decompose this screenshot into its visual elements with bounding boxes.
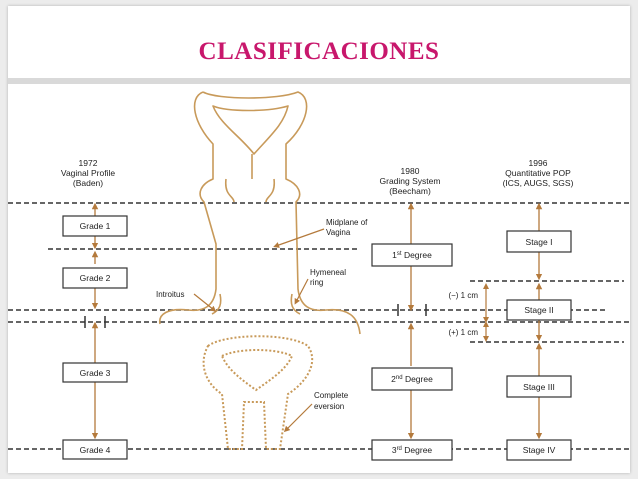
normal-anatomy (159, 91, 361, 335)
stage-1-label: Stage I (526, 237, 553, 247)
baden-column: Grade 1 Grade 2 Grade 3 Grade 4 (62, 202, 128, 460)
everted-anatomy (202, 335, 314, 450)
eversion-label: Complete (314, 391, 349, 400)
beecham-header: 1980 Grading System (Beecham) (380, 166, 441, 196)
degree-2-box: 2nd Degree (371, 367, 453, 391)
minus-1cm-label: (−) 1 cm (448, 291, 478, 300)
beecham-name: Grading System (380, 176, 441, 186)
vaginal-wall-right (202, 91, 361, 335)
slide-title: CLASIFICACIONES (198, 38, 440, 65)
stage-3-label: Stage III (523, 382, 555, 392)
stage-2-box: Stage II (506, 299, 572, 321)
plus-1cm-label: (+) 1 cm (448, 328, 478, 337)
baden-header: 1972 Vaginal Profile (Baden) (61, 158, 115, 188)
stage-3-box: Stage III (506, 375, 572, 398)
pop-column: Stage I Stage II Stage III Stage IV (506, 202, 572, 461)
pop-author: (ICS, AUGS, SGS) (503, 178, 574, 188)
cm-offsets: (−) 1 cm (+) 1 cm (448, 283, 489, 342)
hymeneal-ring (211, 293, 301, 315)
midplane-label-2: Vagina (326, 228, 351, 237)
vaginal-wall-left (159, 91, 217, 325)
anatomy-pointers (193, 228, 325, 433)
pop-year: 1996 (529, 158, 548, 168)
beecham-column: 1st Degree 2nd Degree 3rd Degree (371, 202, 453, 461)
hymeneal-label-2: ring (310, 278, 323, 287)
introitus-label: Introitus (156, 290, 184, 299)
beecham-year: 1980 (401, 166, 420, 176)
baden-name: Vaginal Profile (61, 168, 115, 178)
degree-1-box: 1st Degree (371, 243, 453, 267)
grade-4-box: Grade 4 (62, 439, 128, 460)
pop-name: Quantitative POP (505, 168, 571, 178)
everted-uterus-cavity (220, 349, 294, 392)
baden-year: 1972 (79, 158, 98, 168)
grade-2-label: Grade 2 (80, 273, 111, 283)
stage-4-box: Stage IV (506, 439, 572, 461)
prolapse-classification-diagram: 1972 Vaginal Profile (Baden) 1980 Gradin… (8, 91, 630, 461)
hymeneal-label: Hymeneal (310, 268, 346, 277)
uterus-cavity (212, 105, 289, 155)
pop-header: 1996 Quantitative POP (ICS, AUGS, SGS) (503, 158, 574, 188)
beecham-author: (Beecham) (389, 186, 431, 196)
degree-3-label: 3rd Degree (392, 445, 433, 455)
stage-2-label: Stage II (524, 305, 553, 315)
stage-4-label: Stage IV (523, 445, 556, 455)
grade-4-label: Grade 4 (80, 445, 111, 455)
degree-2-label: 2nd Degree (391, 374, 433, 384)
degree-1-label: 1st Degree (392, 250, 432, 260)
grade-3-box: Grade 3 (62, 362, 128, 383)
midplane-label: Midplane of (326, 218, 368, 227)
baden-author: (Baden) (73, 178, 103, 188)
cervix (224, 178, 276, 203)
grade-2-box: Grade 2 (62, 267, 128, 289)
degree-3-box: 3rd Degree (371, 439, 453, 461)
stage-1-box: Stage I (506, 230, 572, 253)
title-divider (8, 78, 630, 84)
grade-3-label: Grade 3 (80, 368, 111, 378)
everted-uterus-outline (202, 335, 314, 450)
eversion-label-2: eversion (314, 402, 344, 411)
grade-1-label: Grade 1 (80, 221, 111, 231)
grade-1-box: Grade 1 (62, 215, 128, 237)
anatomy-labels: Midplane of Vagina Hymeneal ring Introit… (156, 218, 368, 411)
hymen-tick-marks (84, 304, 427, 328)
